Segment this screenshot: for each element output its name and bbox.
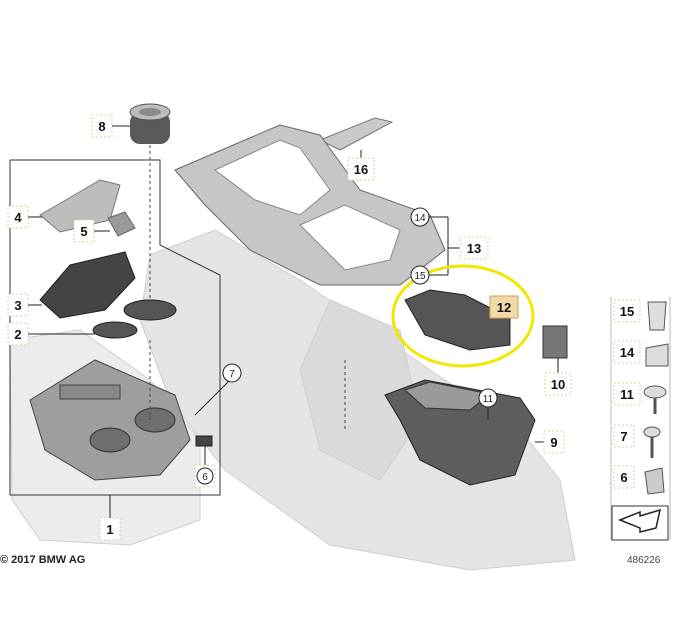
svg-text:4: 4 [14,210,22,225]
svg-text:16: 16 [354,162,368,177]
leader-lines [27,125,559,520]
clip-icon [644,467,665,495]
part-16-trim [318,117,394,151]
diagram-number: 486226 [627,555,661,566]
svg-text:6: 6 [620,470,627,485]
legend-14: 14 [613,340,669,367]
svg-text:9: 9 [550,435,557,450]
spring-clip-icon [647,301,667,331]
fastener-legend: 15 14 11 7 6 [610,297,671,541]
legend-7: 7 [613,424,661,458]
svg-text:2: 2 [14,327,21,342]
direction-arrow-icon [617,508,662,533]
legend-6: 6 [613,465,665,495]
part-3-tray [39,251,136,319]
svg-text:15: 15 [620,304,634,319]
svg-text:14: 14 [414,213,426,224]
highlight-ring [391,264,535,368]
callout-11: 11 [478,388,498,408]
part-12-mat [404,289,511,351]
callout-14: 14 [410,207,430,227]
svg-text:12: 12 [497,300,511,315]
callout-10: 10 [544,372,572,396]
part-2-mat-b [123,299,177,321]
screw-icon [643,426,661,438]
svg-text:7: 7 [229,369,235,380]
svg-text:15: 15 [414,271,426,282]
svg-text:6: 6 [202,472,208,483]
part-10-bracket [542,325,568,359]
svg-text:13: 13 [467,241,481,256]
callout-1: 1 [99,517,121,541]
svg-text:11: 11 [620,387,634,402]
callout-5: 5 [73,219,95,243]
svg-text:1: 1 [106,522,113,537]
legend-11: 11 [613,382,667,414]
part-9-storage-bin [384,379,536,486]
legend-15: 15 [613,299,667,331]
callout-16: 16 [347,157,375,181]
callout-12: 12 [489,295,519,319]
callout-6: 6 [194,464,216,488]
assembly-lines [149,145,346,430]
svg-text:8: 8 [98,119,105,134]
copyright-text: © 2017 BMW AG [0,554,85,566]
part-2-mat [92,321,138,339]
callout-2: 2 [7,322,29,346]
part-13-bezel [174,124,446,286]
part-5-clip [107,211,136,237]
svg-text:3: 3 [14,298,21,313]
group-bracket-1 [9,159,221,496]
svg-text:5: 5 [80,224,87,239]
nut-clip-icon [645,343,669,367]
svg-text:7: 7 [620,429,627,444]
callout-13: 13 [459,236,489,260]
callout-15: 15 [410,265,430,285]
part-6-connector [195,435,213,447]
callout-3: 3 [7,293,29,317]
part-8-shift-knob [129,103,171,144]
callout-9: 9 [543,430,565,454]
callout-8: 8 [91,114,113,138]
screw-collar-icon [643,385,667,399]
svg-text:14: 14 [620,345,635,360]
callout-7: 7 [222,363,242,383]
callout-4: 4 [7,205,29,229]
svg-text:10: 10 [551,377,565,392]
part-4-lid [39,179,121,233]
svg-text:11: 11 [483,394,494,405]
